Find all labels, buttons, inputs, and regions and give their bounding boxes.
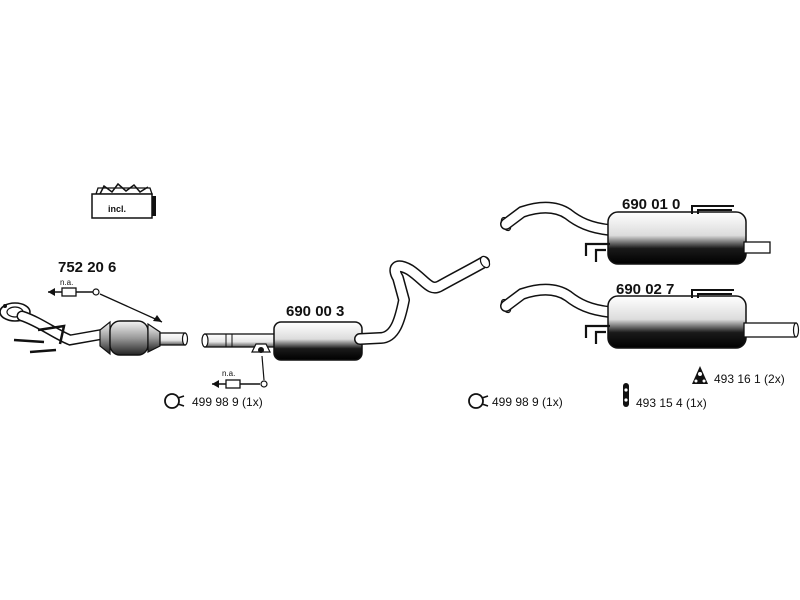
rear-silencer-a[interactable] [499, 201, 771, 265]
accessory-clamp-left[interactable]: 499 98 9 (1x) [192, 395, 263, 409]
part-number-690027[interactable]: 690 02 7 [616, 281, 674, 298]
kit-box-icon: incl. [91, 182, 156, 219]
rear-silencer-b[interactable] [499, 283, 800, 349]
rubber-hanger-double-icon [692, 366, 708, 384]
accessory-hanger-double[interactable]: 493 16 1 (2x) [714, 372, 785, 386]
rubber-hanger-single-icon [623, 383, 629, 407]
sensor-middle-not-available: n.a. [222, 369, 235, 378]
sensor-front-not-available: n.a. [60, 278, 73, 287]
middle-silencer[interactable] [201, 255, 491, 361]
part-number-690010[interactable]: 690 01 0 [622, 196, 680, 213]
clamp-left-icon [164, 393, 185, 409]
accessory-hanger-single[interactable]: 493 15 4 (1x) [636, 396, 707, 410]
accessory-clamp-right[interactable]: 499 98 9 (1x) [492, 395, 563, 409]
oxygen-sensor-middle-icon [212, 355, 268, 389]
front-pipe-catalyst[interactable] [0, 302, 189, 356]
part-number-752206[interactable]: 752 20 6 [58, 259, 116, 276]
part-number-690003[interactable]: 690 00 3 [286, 303, 344, 320]
oxygen-sensor-front-icon [48, 287, 163, 323]
clamp-right-icon [468, 393, 489, 409]
kit-included-label: incl. [108, 204, 126, 214]
